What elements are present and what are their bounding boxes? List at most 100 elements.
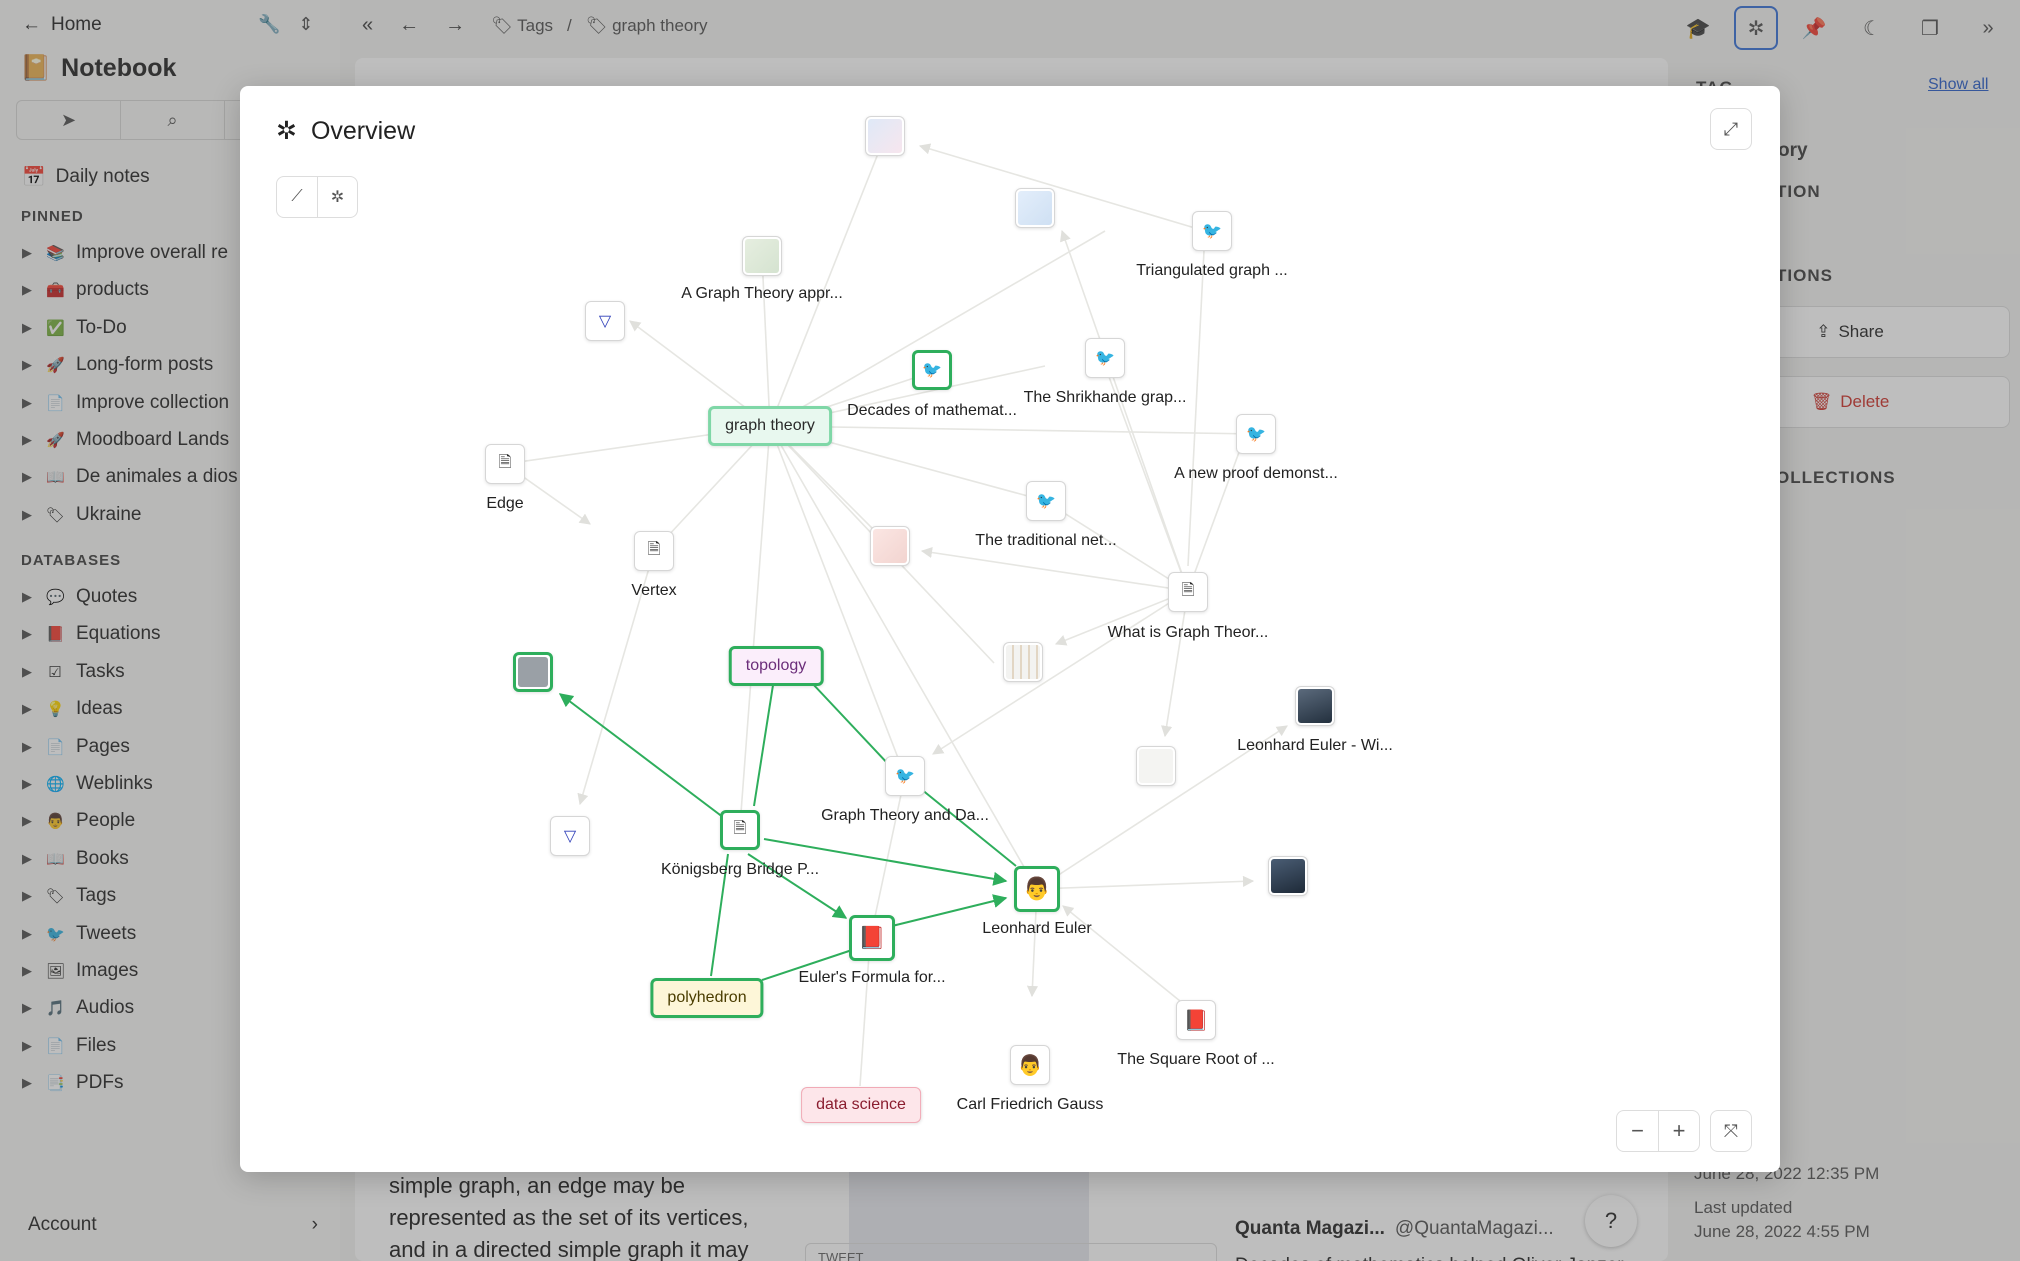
sidebar-item-images[interactable]: ▶🖼Images [22, 960, 138, 982]
zoom-in-button[interactable]: + [1658, 1111, 1699, 1151]
equation-node-eulers-formula[interactable]: 📕 [849, 915, 895, 961]
back-arrow-icon[interactable]: ← [399, 14, 420, 36]
expand-triangle-icon[interactable]: ▶ [22, 1000, 32, 1016]
sidebar-item-files[interactable]: ▶📄Files [22, 1035, 116, 1057]
sidebar-item-pages[interactable]: ▶📄Pages [22, 736, 130, 758]
sidebar-item-moodboard-lands[interactable]: ▶🚀Moodboard Lands [22, 429, 229, 451]
breadcrumb-tags[interactable]: 🏷 Tags [491, 15, 554, 35]
send-icon[interactable]: ➤ [17, 101, 121, 139]
tweet-node-graph-theory-data[interactable]: 🐦 [885, 756, 925, 796]
pin-icon[interactable]: 📌 [1801, 17, 1827, 40]
image-node[interactable] [1015, 188, 1055, 228]
image-node[interactable] [1003, 642, 1043, 682]
tweet-node-shrikhande[interactable]: 🐦 [1085, 338, 1125, 378]
tag-topology[interactable]: topology [728, 646, 824, 686]
expand-triangle-icon[interactable]: ▶ [22, 357, 32, 373]
page-node-edge[interactable]: 🗎 [485, 444, 525, 484]
image-node-a-graph-theory[interactable] [742, 236, 782, 276]
sidebar-item-improve-overall-re[interactable]: ▶📚Improve overall re [22, 242, 228, 264]
tweet-node-decades[interactable]: 🐦 [912, 350, 952, 390]
sidebar-item-weblinks[interactable]: ▶🌐Weblinks [22, 773, 153, 795]
image-node[interactable] [865, 116, 905, 156]
expand-triangle-icon[interactable]: ▶ [22, 245, 32, 260]
breadcrumb-graph-theory[interactable]: 🏷 graph theory [585, 15, 708, 35]
page-node-konigsberg[interactable]: 🗎 [720, 810, 760, 850]
account-link[interactable]: Account › [28, 1214, 318, 1235]
tweet-node-traditional[interactable]: 🐦 [1026, 481, 1066, 521]
expand-triangle-icon[interactable]: ▶ [22, 888, 32, 904]
graduation-cap-icon[interactable]: 🎓 [1685, 17, 1711, 40]
sidebar-item-people[interactable]: ▶👨People [22, 810, 135, 832]
show-all-link[interactable]: Show all [1928, 76, 1989, 93]
expand-triangle-icon[interactable]: ▶ [22, 701, 32, 717]
graph-view-icon[interactable]: ✲ [1734, 6, 1778, 50]
tweet-node-triangulated[interactable]: 🐦 [1192, 211, 1232, 251]
expand-triangle-icon[interactable]: ▶ [22, 963, 32, 978]
image-node-triangle[interactable]: ▽ [550, 816, 590, 856]
expand-triangle-icon[interactable]: ▶ [22, 319, 32, 335]
image-node[interactable] [870, 526, 910, 566]
expand-triangle-icon[interactable]: ▶ [22, 925, 32, 941]
sidebar-item-tags[interactable]: ▶🏷Tags [22, 885, 116, 907]
expand-triangle-icon[interactable]: ▶ [22, 1037, 32, 1053]
image-node[interactable] [1136, 746, 1176, 786]
moon-icon[interactable]: ☾ [1863, 17, 1881, 40]
expand-triangle-icon[interactable]: ▶ [22, 776, 32, 791]
sidebar-item-tweets[interactable]: ▶🐦Tweets [22, 923, 136, 945]
expand-triangle-icon[interactable]: ▶ [22, 850, 32, 866]
page-node-vertex[interactable]: 🗎 [634, 531, 674, 571]
image-node-euler-portrait[interactable] [1295, 686, 1335, 726]
image-node-euler-portrait-2[interactable] [1268, 856, 1308, 896]
help-button[interactable]: ? [1585, 1195, 1637, 1247]
tag-polyhedron[interactable]: polyhedron [650, 978, 764, 1018]
expand-triangle-icon[interactable]: ▶ [22, 432, 32, 447]
daily-notes-link[interactable]: 📅 Daily notes [22, 166, 150, 188]
fit-view-button[interactable]: ⤧ [1710, 1110, 1752, 1152]
expand-triangle-icon[interactable]: ▶ [22, 663, 32, 679]
quanta-tweet[interactable]: Quanta Magazi... @QuantaMagazi... Decade… [1235, 1218, 1635, 1261]
expand-triangle-icon[interactable]: ▶ [22, 282, 32, 298]
expand-triangle-icon[interactable]: ▶ [22, 626, 32, 642]
forward-arrow-icon[interactable]: → [445, 14, 466, 36]
page-node-what-is-graph-theory[interactable]: 🗎 [1168, 572, 1208, 612]
graph-canvas[interactable] [240, 86, 1780, 1172]
equation-node-square-root[interactable]: 📕 [1176, 1000, 1216, 1040]
expand-triangle-icon[interactable]: ▶ [22, 738, 32, 754]
sidebar-item-tasks[interactable]: ▶☑Tasks [22, 661, 125, 683]
image-node-map[interactable] [513, 652, 553, 692]
zoom-out-button[interactable]: − [1631, 1118, 1644, 1143]
person-node-gauss[interactable]: 👨 [1010, 1045, 1050, 1085]
sidebar-item-long-form-posts[interactable]: ▶🚀Long-form posts [22, 354, 213, 376]
home-link[interactable]: ← Home [22, 14, 102, 36]
double-chevron-left-icon[interactable]: « [362, 14, 374, 36]
expand-triangle-icon[interactable]: ▶ [22, 506, 32, 522]
person-node-leonhard-euler[interactable]: 👨 [1014, 866, 1060, 912]
sidebar-item-to-do[interactable]: ▶✅To-Do [22, 317, 127, 339]
expand-triangle-icon[interactable]: ▶ [22, 589, 32, 604]
wrench-icon[interactable]: 🔧 [258, 14, 281, 34]
tweet-card[interactable]: TWEET [805, 1243, 1217, 1261]
sidebar-item-equations[interactable]: ▶📕Equations [22, 623, 161, 645]
sidebar-item-pdfs[interactable]: ▶📑PDFs [22, 1072, 124, 1094]
expand-triangle-icon[interactable]: ▶ [22, 394, 32, 410]
edge-mode-icon[interactable]: ⟋ [291, 188, 303, 205]
sidebar-item-books[interactable]: ▶📖Books [22, 848, 129, 870]
search-icon[interactable]: ⌕ [121, 101, 225, 139]
graph-mode-icon[interactable]: ✲ [317, 177, 357, 217]
sidebar-item-improve-collection[interactable]: ▶📄Improve collection [22, 392, 229, 414]
sidebar-item-ukraine[interactable]: ▶🏷Ukraine [22, 504, 141, 526]
double-chevron-right-icon[interactable]: » [1982, 16, 1994, 39]
sidebar-item-de-animales-a-dios[interactable]: ▶📖De animales a dios [22, 466, 238, 488]
sidebar-item-ideas[interactable]: ▶💡Ideas [22, 698, 122, 720]
tweet-node-new-proof[interactable]: 🐦 [1236, 414, 1276, 454]
expand-triangle-icon[interactable]: ▶ [22, 813, 32, 829]
tag-graph-theory[interactable]: graph theory [708, 406, 832, 446]
tag-data-science[interactable]: data science [801, 1087, 921, 1123]
expand-button[interactable]: ⤢ [1710, 108, 1752, 150]
sidebar-item-products[interactable]: ▶🧰products [22, 279, 149, 301]
image-node-triangle[interactable]: ▽ [585, 301, 625, 341]
copy-icon[interactable]: ❐ [1921, 17, 1939, 40]
sidebar-item-quotes[interactable]: ▶💬Quotes [22, 586, 137, 608]
expand-triangle-icon[interactable]: ▶ [22, 469, 32, 485]
chevron-updown-icon[interactable]: ⇕ [298, 14, 314, 34]
